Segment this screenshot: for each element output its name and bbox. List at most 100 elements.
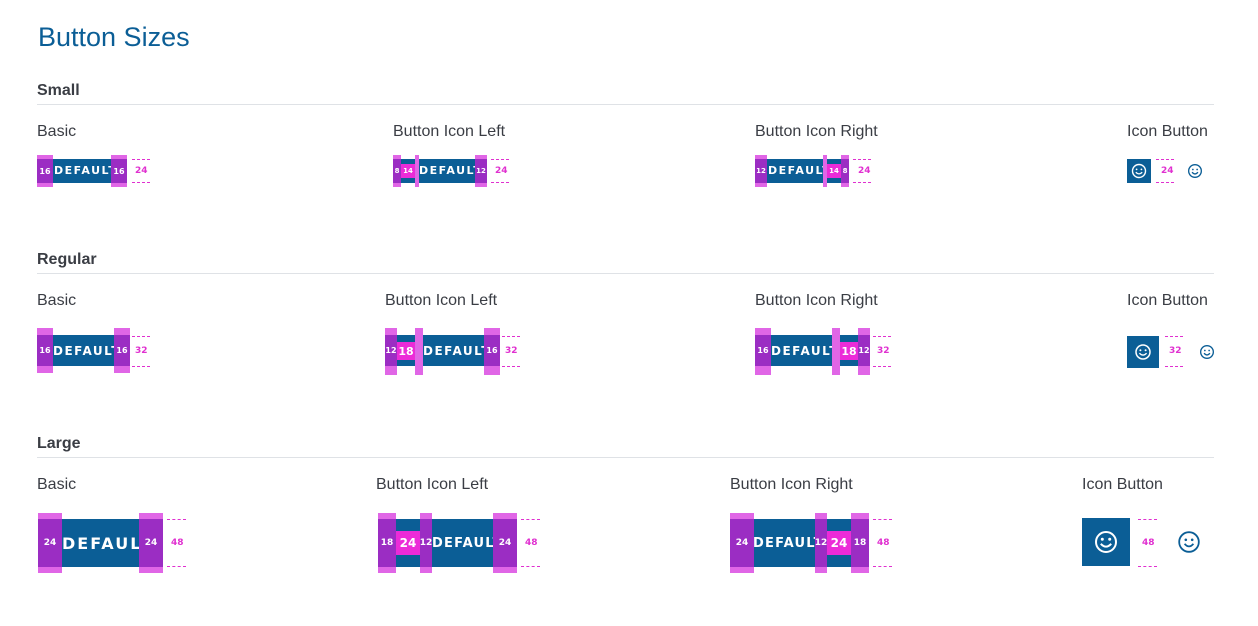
height-guide-bottom [502, 366, 520, 367]
height-guide-top [853, 159, 871, 160]
height-value: 48 [877, 538, 890, 548]
height-value: 48 [171, 538, 184, 548]
regular-icon-left-spec: 12 18 DEFAULT 16 [385, 328, 501, 375]
padding-right: 18 [851, 519, 869, 567]
padding-right: 16 [111, 159, 127, 183]
large-icon-left-spec: 18 24 12 DEFAULT 24 [378, 513, 518, 573]
gap-edge [823, 155, 827, 187]
height-guide-top [521, 519, 540, 520]
gap-value: 12 [420, 519, 432, 567]
padding-right: 12 [858, 335, 870, 366]
small-basic-spec: 16 DEFAULT 16 [37, 155, 129, 187]
height-guide-bottom [521, 566, 540, 567]
label-icon-right: Button Icon Right [755, 292, 878, 309]
padding-right: 16 [114, 335, 130, 366]
smiley-icon [1199, 344, 1215, 360]
large-icon-right-spec: 24 DEFAULT 12 24 18 [730, 513, 870, 573]
page-title: Button Sizes [38, 22, 190, 52]
height-value: 24 [858, 166, 871, 176]
smiley-icon [1095, 531, 1117, 553]
icon-area: 14 [401, 164, 415, 178]
icon-area: 24 [396, 531, 420, 555]
label-icon-button: Icon Button [1127, 123, 1208, 140]
button-label: DEFAULT [768, 164, 832, 177]
label-icon-button: Icon Button [1082, 476, 1163, 493]
icon-area: 18 [840, 342, 858, 360]
height-guide-bottom [1138, 566, 1157, 567]
height-value: 24 [495, 166, 508, 176]
padding-right: 12 [475, 159, 487, 183]
height-guide-bottom [132, 182, 150, 183]
label-icon-left: Button Icon Left [376, 476, 489, 493]
height-value: 24 [1161, 166, 1174, 176]
label-basic: Basic [37, 292, 77, 309]
padding-left: 16 [37, 335, 53, 366]
button-label: DEFAULT [419, 164, 483, 177]
padding-right: 24 [493, 519, 517, 567]
section-divider [37, 273, 1214, 274]
gap-edge [415, 328, 423, 375]
button-label: DEFAULT [62, 534, 153, 553]
padding-left: 16 [37, 159, 53, 183]
button-label: DEFAULT [53, 344, 121, 358]
height-value: 32 [1169, 346, 1182, 356]
gap-edge [832, 328, 840, 375]
icon-area: 14 [827, 164, 841, 178]
padding-right: 24 [139, 519, 163, 567]
button-label: DEFAULT [54, 164, 118, 177]
padding-left: 16 [755, 335, 771, 366]
label-basic: Basic [37, 123, 77, 140]
icon-button[interactable] [1082, 518, 1130, 566]
icon-button[interactable] [1127, 336, 1159, 368]
height-guide-bottom [167, 566, 186, 567]
label-icon-right: Button Icon Right [730, 476, 853, 493]
height-guide-top [132, 159, 150, 160]
height-guide-top [167, 519, 186, 520]
height-guide-top [1165, 336, 1183, 337]
smiley-icon [1135, 344, 1151, 360]
padding-left: 24 [730, 519, 754, 567]
smiley-icon [1131, 163, 1147, 179]
height-guide-top [1138, 519, 1157, 520]
section-divider [37, 457, 1214, 458]
button-label: DEFAULT [771, 344, 839, 358]
button-label: DEFAULT [432, 536, 503, 551]
height-value: 48 [525, 538, 538, 548]
height-guide-top [1156, 159, 1174, 160]
section-title-small: Small [37, 82, 80, 99]
height-guide-top [873, 336, 891, 337]
regular-icon-right-spec: 16 DEFAULT 18 12 [755, 328, 871, 375]
height-guide-bottom [873, 366, 891, 367]
padding-right: 16 [484, 335, 500, 366]
small-icon-left-spec: 8 14 DEFAULT 12 [393, 155, 489, 187]
label-basic: Basic [37, 476, 77, 493]
large-basic-spec: 24 DEFAULT 24 [38, 513, 164, 573]
height-guide-top [491, 159, 509, 160]
small-icon-right-spec: 12 DEFAULT 14 8 [755, 155, 851, 187]
height-value: 32 [135, 346, 148, 356]
section-divider [37, 104, 1214, 105]
height-guide-top [873, 519, 892, 520]
section-title-regular: Regular [37, 251, 97, 268]
height-value: 48 [1142, 538, 1155, 548]
section-title-large: Large [37, 435, 81, 452]
smiley-icon [1177, 530, 1201, 554]
height-value: 32 [505, 346, 518, 356]
padding-left: 12 [385, 335, 397, 366]
padding-left: 18 [378, 519, 396, 567]
label-icon-left: Button Icon Left [385, 292, 498, 309]
height-value: 24 [135, 166, 148, 176]
label-icon-button: Icon Button [1127, 292, 1208, 309]
height-guide-bottom [853, 182, 871, 183]
icon-button[interactable] [1127, 159, 1151, 183]
gap-edge [415, 155, 419, 187]
height-guide-bottom [1156, 182, 1174, 183]
button-label: DEFAULT [753, 536, 824, 551]
button-label: DEFAULT [423, 344, 491, 358]
regular-basic-spec: 16 DEFAULT 16 [37, 328, 131, 373]
padding-left: 24 [38, 519, 62, 567]
padding-right: 8 [841, 159, 849, 183]
height-value: 32 [877, 346, 890, 356]
label-icon-right: Button Icon Right [755, 123, 878, 140]
icon-area: 24 [827, 531, 851, 555]
